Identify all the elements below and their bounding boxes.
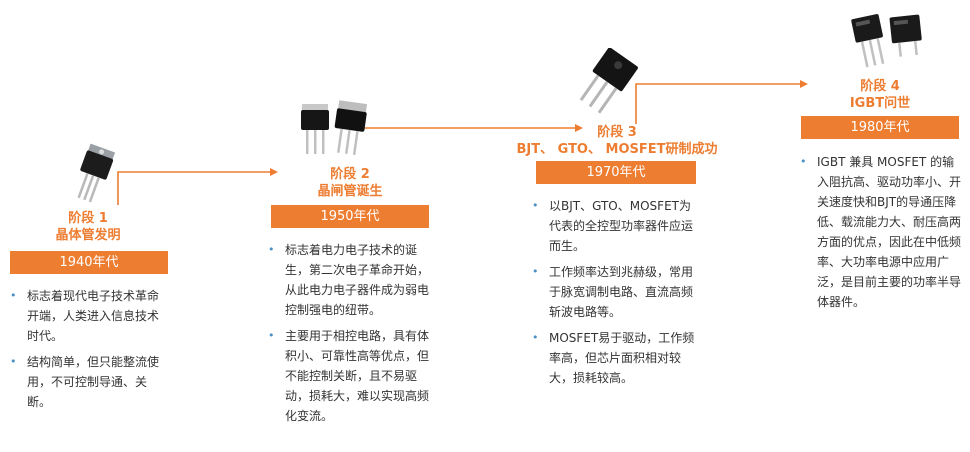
stage-4-bullets: • IGBT 兼具 MOSFET 的输入阻抗高、驱动功率小、开关速度快和BJT的导… [800, 152, 962, 318]
list-item: • 以BJT、GTO、MOSFET为代表的全控型功率器件应运而生。 [532, 196, 697, 256]
stage-2-year: 1950年代 [271, 205, 429, 228]
bullet-text: 标志着电力电子技术的诞生，第二次电子革命开始，从此电力电子器件成为弱电控制强电的… [285, 243, 430, 317]
stage-4-label: 阶段 4 [860, 79, 900, 94]
stage-3-title: BJT、 GTO、 MOSFET研制成功 [516, 142, 718, 157]
bullet-text: MOSFET易于驱动，工作频率高，但芯片面积相对较大，损耗较高。 [549, 331, 695, 385]
list-item: • 结构简单，但只能整流使用，不可控制导通、关断。 [10, 352, 160, 412]
thyristor-icon [301, 100, 368, 156]
transistor-icon [77, 143, 116, 203]
list-item: • 标志着电力电子技术的诞生，第二次电子革命开始，从此电力电子器件成为弱电控制强电… [268, 240, 440, 320]
list-item: • 工作频率达到兆赫级，常用于脉宽调制电路、直流高频斩波电路等。 [532, 262, 697, 322]
bullet-text: 结构简单，但只能整流使用，不可控制导通、关断。 [27, 355, 160, 409]
list-item: • IGBT 兼具 MOSFET 的输入阻抗高、驱动功率小、开关速度快和BJT的导… [800, 152, 962, 312]
stage-2-label: 阶段 2 [330, 167, 370, 182]
bullet-text: 标志着现代电子技术革命开端，人类进入信息技术时代。 [27, 289, 160, 343]
stage-1-year: 1940年代 [10, 251, 168, 274]
stage-3-year: 1970年代 [536, 161, 696, 184]
bullet-dot-icon: • [532, 199, 539, 212]
bullet-dot-icon: • [532, 265, 539, 278]
stage-3-label: 阶段 3 [597, 125, 637, 140]
bullet-dot-icon: • [10, 289, 17, 302]
bullet-dot-icon: • [532, 331, 539, 344]
stage-2-title: 晶闸管诞生 [317, 184, 383, 199]
stage-1-label: 阶段 1 [68, 211, 108, 226]
list-item: • 主要用于相控电路，具有体积小、可靠性高等优点，但不能控制关断，且不易驱动，损耗… [268, 326, 440, 426]
igbt-icon [851, 14, 922, 68]
bullet-dot-icon: • [800, 155, 807, 168]
stage-2-header: 阶段 2 晶闸管诞生 [280, 166, 420, 200]
bullet-dot-icon: • [10, 355, 17, 368]
stage-4-title: IGBT问世 [849, 96, 911, 111]
stage-3-header: 阶段 3 BJT、 GTO、 MOSFET研制成功 [506, 124, 728, 158]
stage-4-year: 1980年代 [801, 116, 959, 139]
bullet-dot-icon: • [268, 329, 275, 342]
list-item: • 标志着现代电子技术革命开端，人类进入信息技术时代。 [10, 286, 160, 346]
stage-3-bullets: • 以BJT、GTO、MOSFET为代表的全控型功率器件应运而生。 • 工作频率达到… [532, 196, 697, 394]
stage-1-title: 晶体管发明 [55, 228, 121, 243]
bullet-text: 以BJT、GTO、MOSFET为代表的全控型功率器件应运而生。 [549, 199, 694, 253]
bullet-text: 工作频率达到兆赫级，常用于脉宽调制电路、直流高频斩波电路等。 [549, 265, 694, 319]
stage-4-header: 阶段 4 IGBT问世 [810, 78, 950, 112]
list-item: • MOSFET易于驱动，工作频率高，但芯片面积相对较大，损耗较高。 [532, 328, 697, 388]
stage-1-header: 阶段 1 晶体管发明 [18, 210, 158, 244]
stage-1-bullets: • 标志着现代电子技术革命开端，人类进入信息技术时代。 • 结构简单，但只能整流使用… [10, 286, 160, 418]
bullet-dot-icon: • [268, 243, 275, 256]
bullet-text: 主要用于相控电路，具有体积小、可靠性高等优点，但不能控制关断，且不易驱动，损耗大… [285, 329, 430, 423]
stage-2-bullets: • 标志着电力电子技术的诞生，第二次电子革命开始，从此电力电子器件成为弱电控制强电… [268, 240, 440, 432]
mosfet-icon [579, 48, 638, 114]
bullet-text: IGBT 兼具 MOSFET 的输入阻抗高、驱动功率小、开关速度快和BJT的导通… [817, 155, 962, 309]
